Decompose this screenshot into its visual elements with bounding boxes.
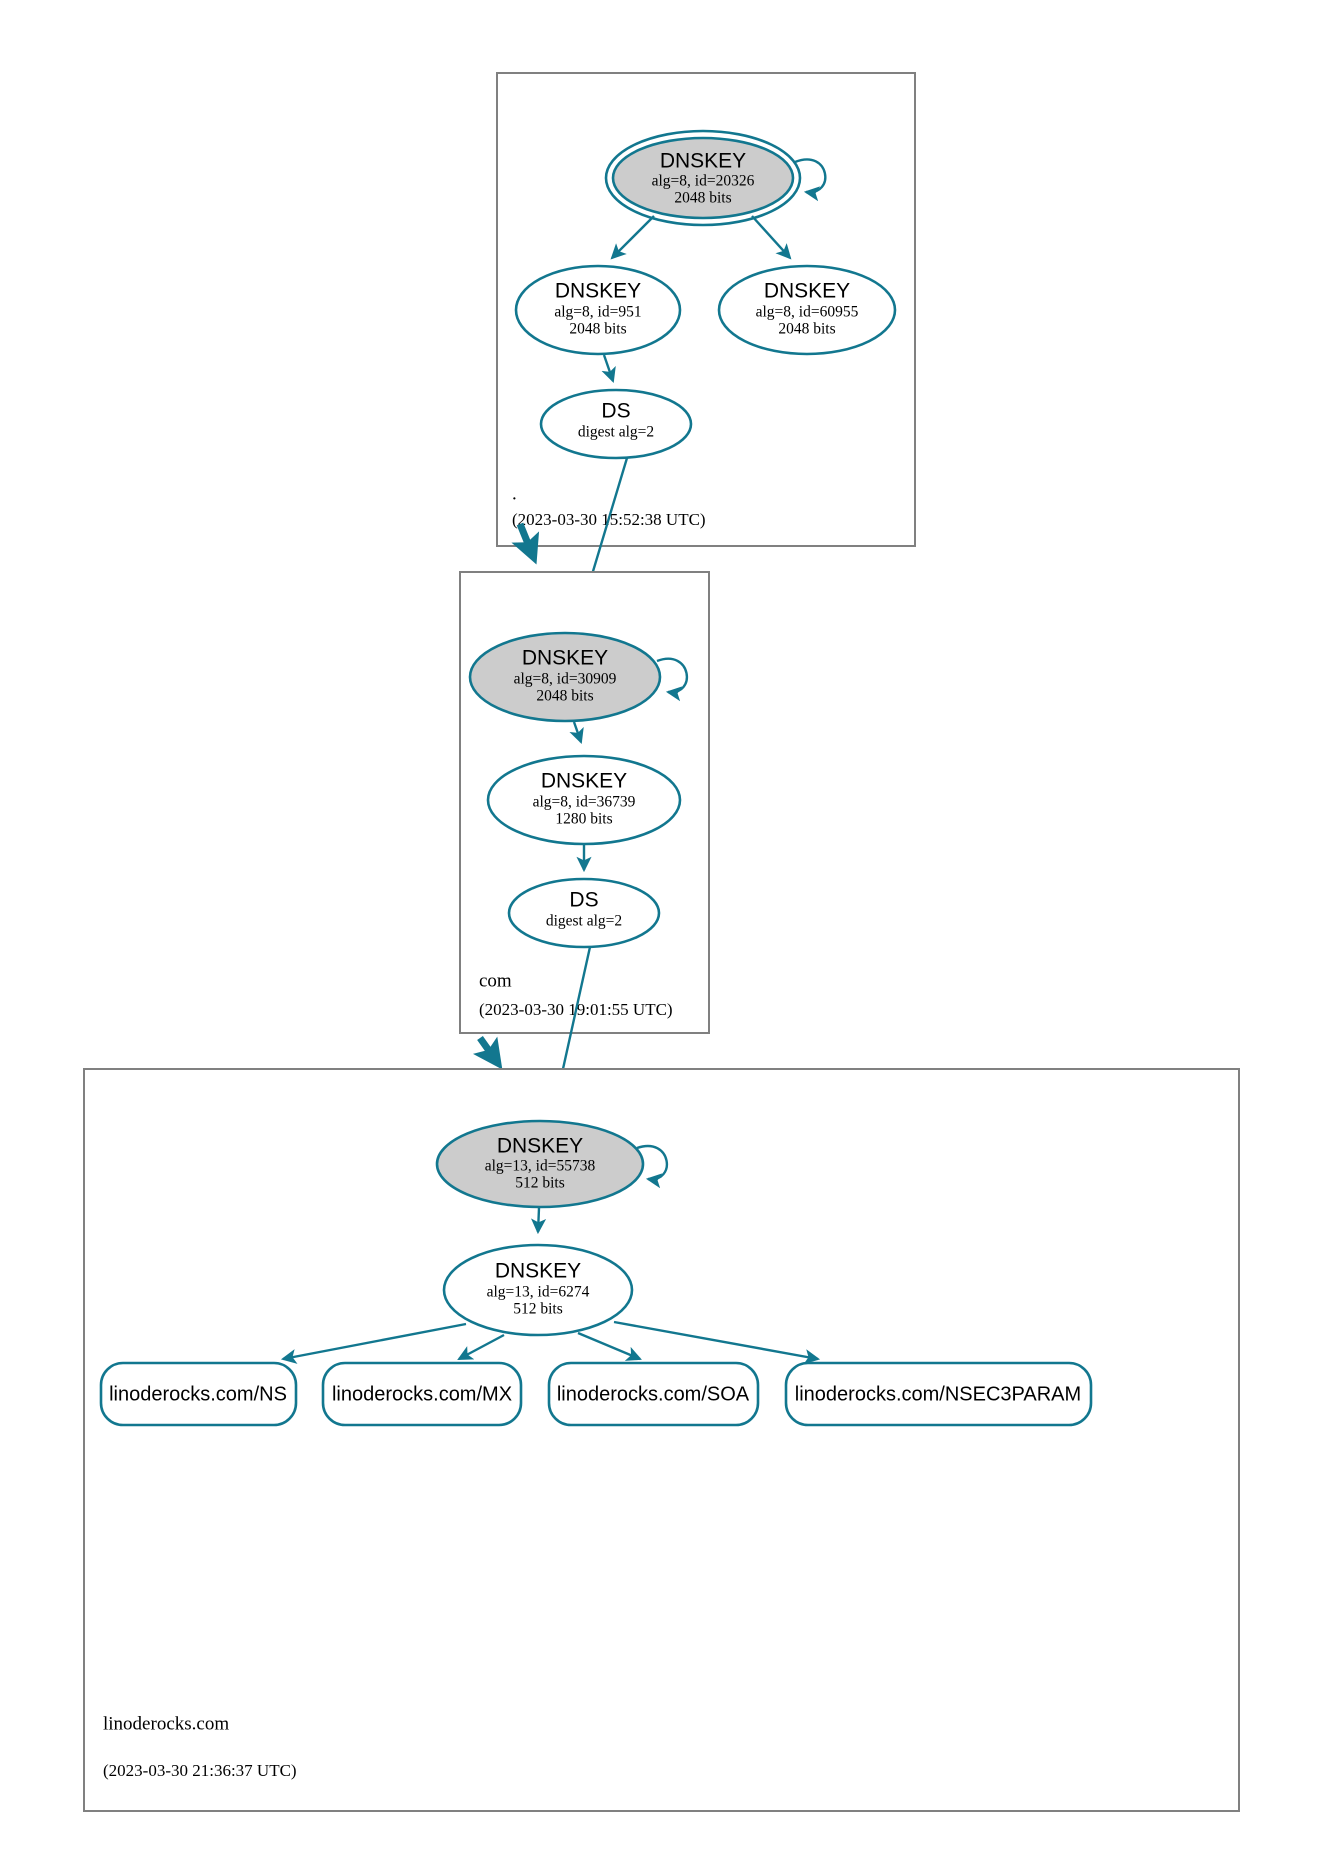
edge-zone-delegation-root-to-com: [511, 522, 540, 565]
edge-root-ksk-to-key-60955: [751, 215, 792, 260]
rrset-node-ns[interactable]: linoderocks.com/NS: [99, 1361, 298, 1427]
node-keyinfo: alg=8, id=36739: [533, 794, 636, 811]
node-com-ds-linoderocks[interactable]: DS digest alg=2: [507, 877, 661, 949]
node-title: DS: [569, 889, 598, 912]
dnskey-ellipse: [486, 754, 682, 846]
dnskey-ellipse: [442, 1243, 634, 1337]
rrset-node-mx[interactable]: linoderocks.com/MX: [321, 1361, 523, 1427]
dnskey-ellipse: [514, 264, 682, 356]
edge-root-ksk-to-zsk-951: [610, 215, 655, 260]
edge-lr-zsk-to-mx: [457, 1333, 505, 1361]
trust-anchor-outer-ring: [604, 129, 802, 227]
node-title: DNSKEY: [764, 280, 850, 303]
rrset-label: linoderocks.com/MX: [332, 1383, 512, 1405]
node-root-ds-com[interactable]: DS digest alg=2: [539, 388, 693, 460]
node-title: DNSKEY: [660, 150, 746, 173]
rrset-box: [547, 1361, 760, 1427]
node-lr-ksk-55738[interactable]: DNSKEY alg=13, id=55738 512 bits: [435, 1119, 645, 1209]
edge-lr-ksk-to-zsk: [531, 1207, 547, 1235]
ds-ellipse: [507, 877, 661, 949]
node-keyinfo: alg=13, id=6274: [487, 1284, 590, 1301]
rrset-box: [99, 1361, 298, 1427]
node-keysize: 2048 bits: [674, 190, 731, 207]
edge-com-ksk-to-zsk: [569, 721, 584, 744]
zone-label-com: com: [479, 970, 512, 991]
node-com-zsk-36739[interactable]: DNSKEY alg=8, id=36739 1280 bits: [486, 754, 682, 846]
node-keysize: 512 bits: [515, 1175, 565, 1192]
node-digestinfo: digest alg=2: [578, 424, 654, 441]
rrset-node-nsec3param[interactable]: linoderocks.com/NSEC3PARAM: [784, 1361, 1093, 1427]
rrset-label: linoderocks.com/NSEC3PARAM: [795, 1383, 1081, 1405]
dnskey-ellipse: [717, 264, 897, 356]
zone-label-root: .: [512, 483, 517, 504]
rrset-node-soa[interactable]: linoderocks.com/SOA: [547, 1361, 760, 1427]
zone-boundary-linoderocks: [83, 1068, 1240, 1812]
node-keysize: 1280 bits: [555, 811, 612, 828]
node-title: DNSKEY: [555, 280, 641, 303]
edge-self-signature-lr-ksk: [636, 1144, 669, 1189]
node-title: DNSKEY: [541, 770, 627, 793]
zone-label-linoderocks: linoderocks.com: [103, 1713, 229, 1734]
dnskey-ellipse: [435, 1119, 645, 1209]
node-title: DNSKEY: [522, 647, 608, 670]
rrset-box: [784, 1361, 1093, 1427]
node-keysize: 2048 bits: [569, 321, 626, 338]
rrset-label: linoderocks.com/NS: [109, 1383, 287, 1405]
dnskey-ellipse: [468, 631, 662, 723]
node-title: DNSKEY: [495, 1260, 581, 1283]
zone-group-linoderocks: DNSKEY alg=13, id=55738 512 bits DNSKEY …: [83, 1068, 1240, 1812]
node-root-zsk-951[interactable]: DNSKEY alg=8, id=951 2048 bits: [514, 264, 682, 356]
node-title: DS: [601, 400, 630, 423]
node-digestinfo: digest alg=2: [546, 913, 622, 930]
node-keyinfo: alg=8, id=951: [554, 304, 641, 321]
node-root-key-60955[interactable]: DNSKEY alg=8, id=60955 2048 bits: [717, 264, 897, 356]
edge-lr-zsk-to-soa: [577, 1331, 642, 1361]
node-keyinfo: alg=13, id=55738: [485, 1158, 596, 1175]
node-com-ksk-30909[interactable]: DNSKEY alg=8, id=30909 2048 bits: [468, 631, 662, 723]
zone-group-com: DNSKEY alg=8, id=30909 2048 bits DNSKEY …: [459, 571, 710, 1034]
rrset-box: [321, 1361, 523, 1427]
node-lr-zsk-6274[interactable]: DNSKEY alg=13, id=6274 512 bits: [442, 1243, 634, 1337]
dnskey-ellipse: [611, 136, 795, 220]
node-root-ksk-20326[interactable]: DNSKEY alg=8, id=20326 2048 bits: [604, 129, 802, 227]
edge-lr-zsk-to-nsec3param: [613, 1320, 821, 1365]
node-keyinfo: alg=8, id=30909: [514, 671, 617, 688]
zone-group-root: DNSKEY alg=8, id=20326 2048 bits DNSKEY …: [496, 72, 916, 547]
node-keyinfo: alg=8, id=60955: [756, 304, 859, 321]
node-keysize: 2048 bits: [778, 321, 835, 338]
node-keysize: 512 bits: [513, 1301, 563, 1318]
edge-lr-zsk-to-ns: [280, 1322, 467, 1364]
edge-self-signature-com-ksk: [656, 657, 689, 702]
edge-self-signature-root-ksk: [794, 158, 827, 202]
edge-root-zsk-to-ds: [601, 354, 616, 383]
zone-timestamp-linoderocks: (2023-03-30 21:36:37 UTC): [103, 1761, 297, 1780]
node-keyinfo: alg=8, id=20326: [652, 173, 755, 190]
rrset-label: linoderocks.com/SOA: [557, 1383, 750, 1405]
node-keysize: 2048 bits: [536, 688, 593, 705]
ds-ellipse: [539, 388, 693, 460]
node-title: DNSKEY: [497, 1135, 583, 1158]
edge-zone-delegation-com-to-linoderocks: [472, 1035, 503, 1070]
